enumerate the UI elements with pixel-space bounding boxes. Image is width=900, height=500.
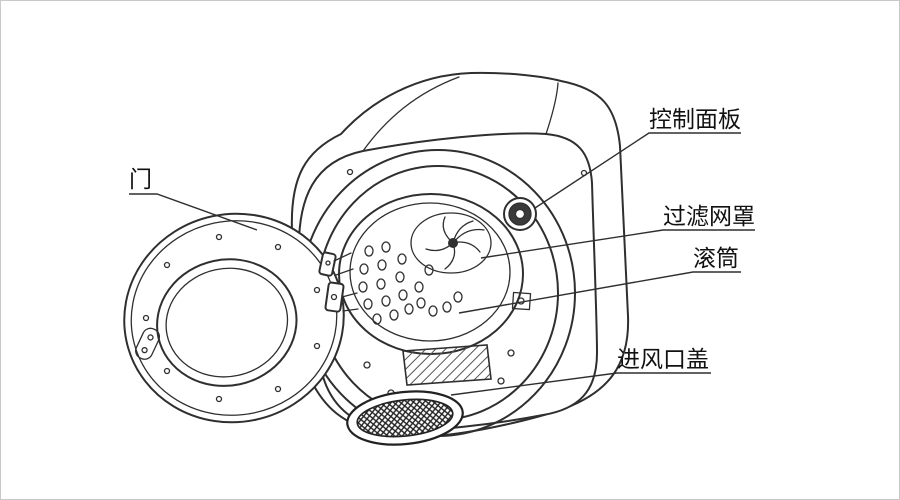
door-window-outer	[156, 258, 298, 387]
leader-line-drum	[458, 271, 741, 314]
door	[123, 212, 345, 424]
top-crease-right-line	[545, 82, 559, 135]
panel-screw	[346, 168, 354, 176]
label-drum: 滚筒	[693, 245, 739, 271]
fan-hub	[448, 238, 458, 248]
drum-back-wall	[410, 212, 492, 274]
drum-wall-ring	[349, 202, 511, 342]
callouts: 门 控制面板 过滤网罩 滚筒 进风口盖	[129, 106, 755, 396]
top-crease-left-line	[362, 76, 460, 152]
screw	[507, 349, 515, 357]
leader-line-control-panel	[534, 132, 741, 209]
callout-filter-cover: 过滤网罩	[480, 203, 755, 259]
label-control-panel: 控制面板	[649, 106, 741, 132]
callout-door: 门	[129, 166, 258, 231]
hinge-bracket-top	[318, 251, 337, 277]
drum-assembly	[338, 193, 524, 355]
hinge-bracket-bottom	[324, 281, 345, 313]
callout-drum: 滚筒	[458, 245, 741, 314]
leader-line-door	[129, 193, 258, 231]
label-air-inlet: 进风口盖	[617, 346, 709, 372]
control-knob	[503, 197, 537, 231]
callout-control-panel: 控制面板	[534, 106, 741, 209]
label-filter-cover: 过滤网罩	[663, 203, 755, 229]
leader-line-air-inlet	[450, 372, 711, 396]
air-inlet-mesh	[356, 398, 454, 438]
label-door: 门	[129, 166, 152, 192]
air-inlet-cover	[346, 390, 464, 446]
door-hinge	[318, 251, 359, 313]
knob-center	[514, 208, 526, 220]
screw	[363, 361, 371, 369]
hinge-screw	[325, 260, 331, 266]
door-window-inner	[165, 267, 289, 378]
door-latch	[135, 327, 161, 360]
hinge-arm-lines	[333, 252, 359, 312]
leader-line-filter-cover	[480, 229, 755, 259]
callout-air-inlet: 进风口盖	[450, 346, 711, 396]
screw	[497, 377, 505, 385]
drum-holes	[358, 241, 463, 325]
hinge-screw	[330, 293, 338, 301]
drum-fan	[425, 216, 485, 270]
door-screws	[142, 233, 321, 403]
vent-grille	[402, 344, 492, 386]
